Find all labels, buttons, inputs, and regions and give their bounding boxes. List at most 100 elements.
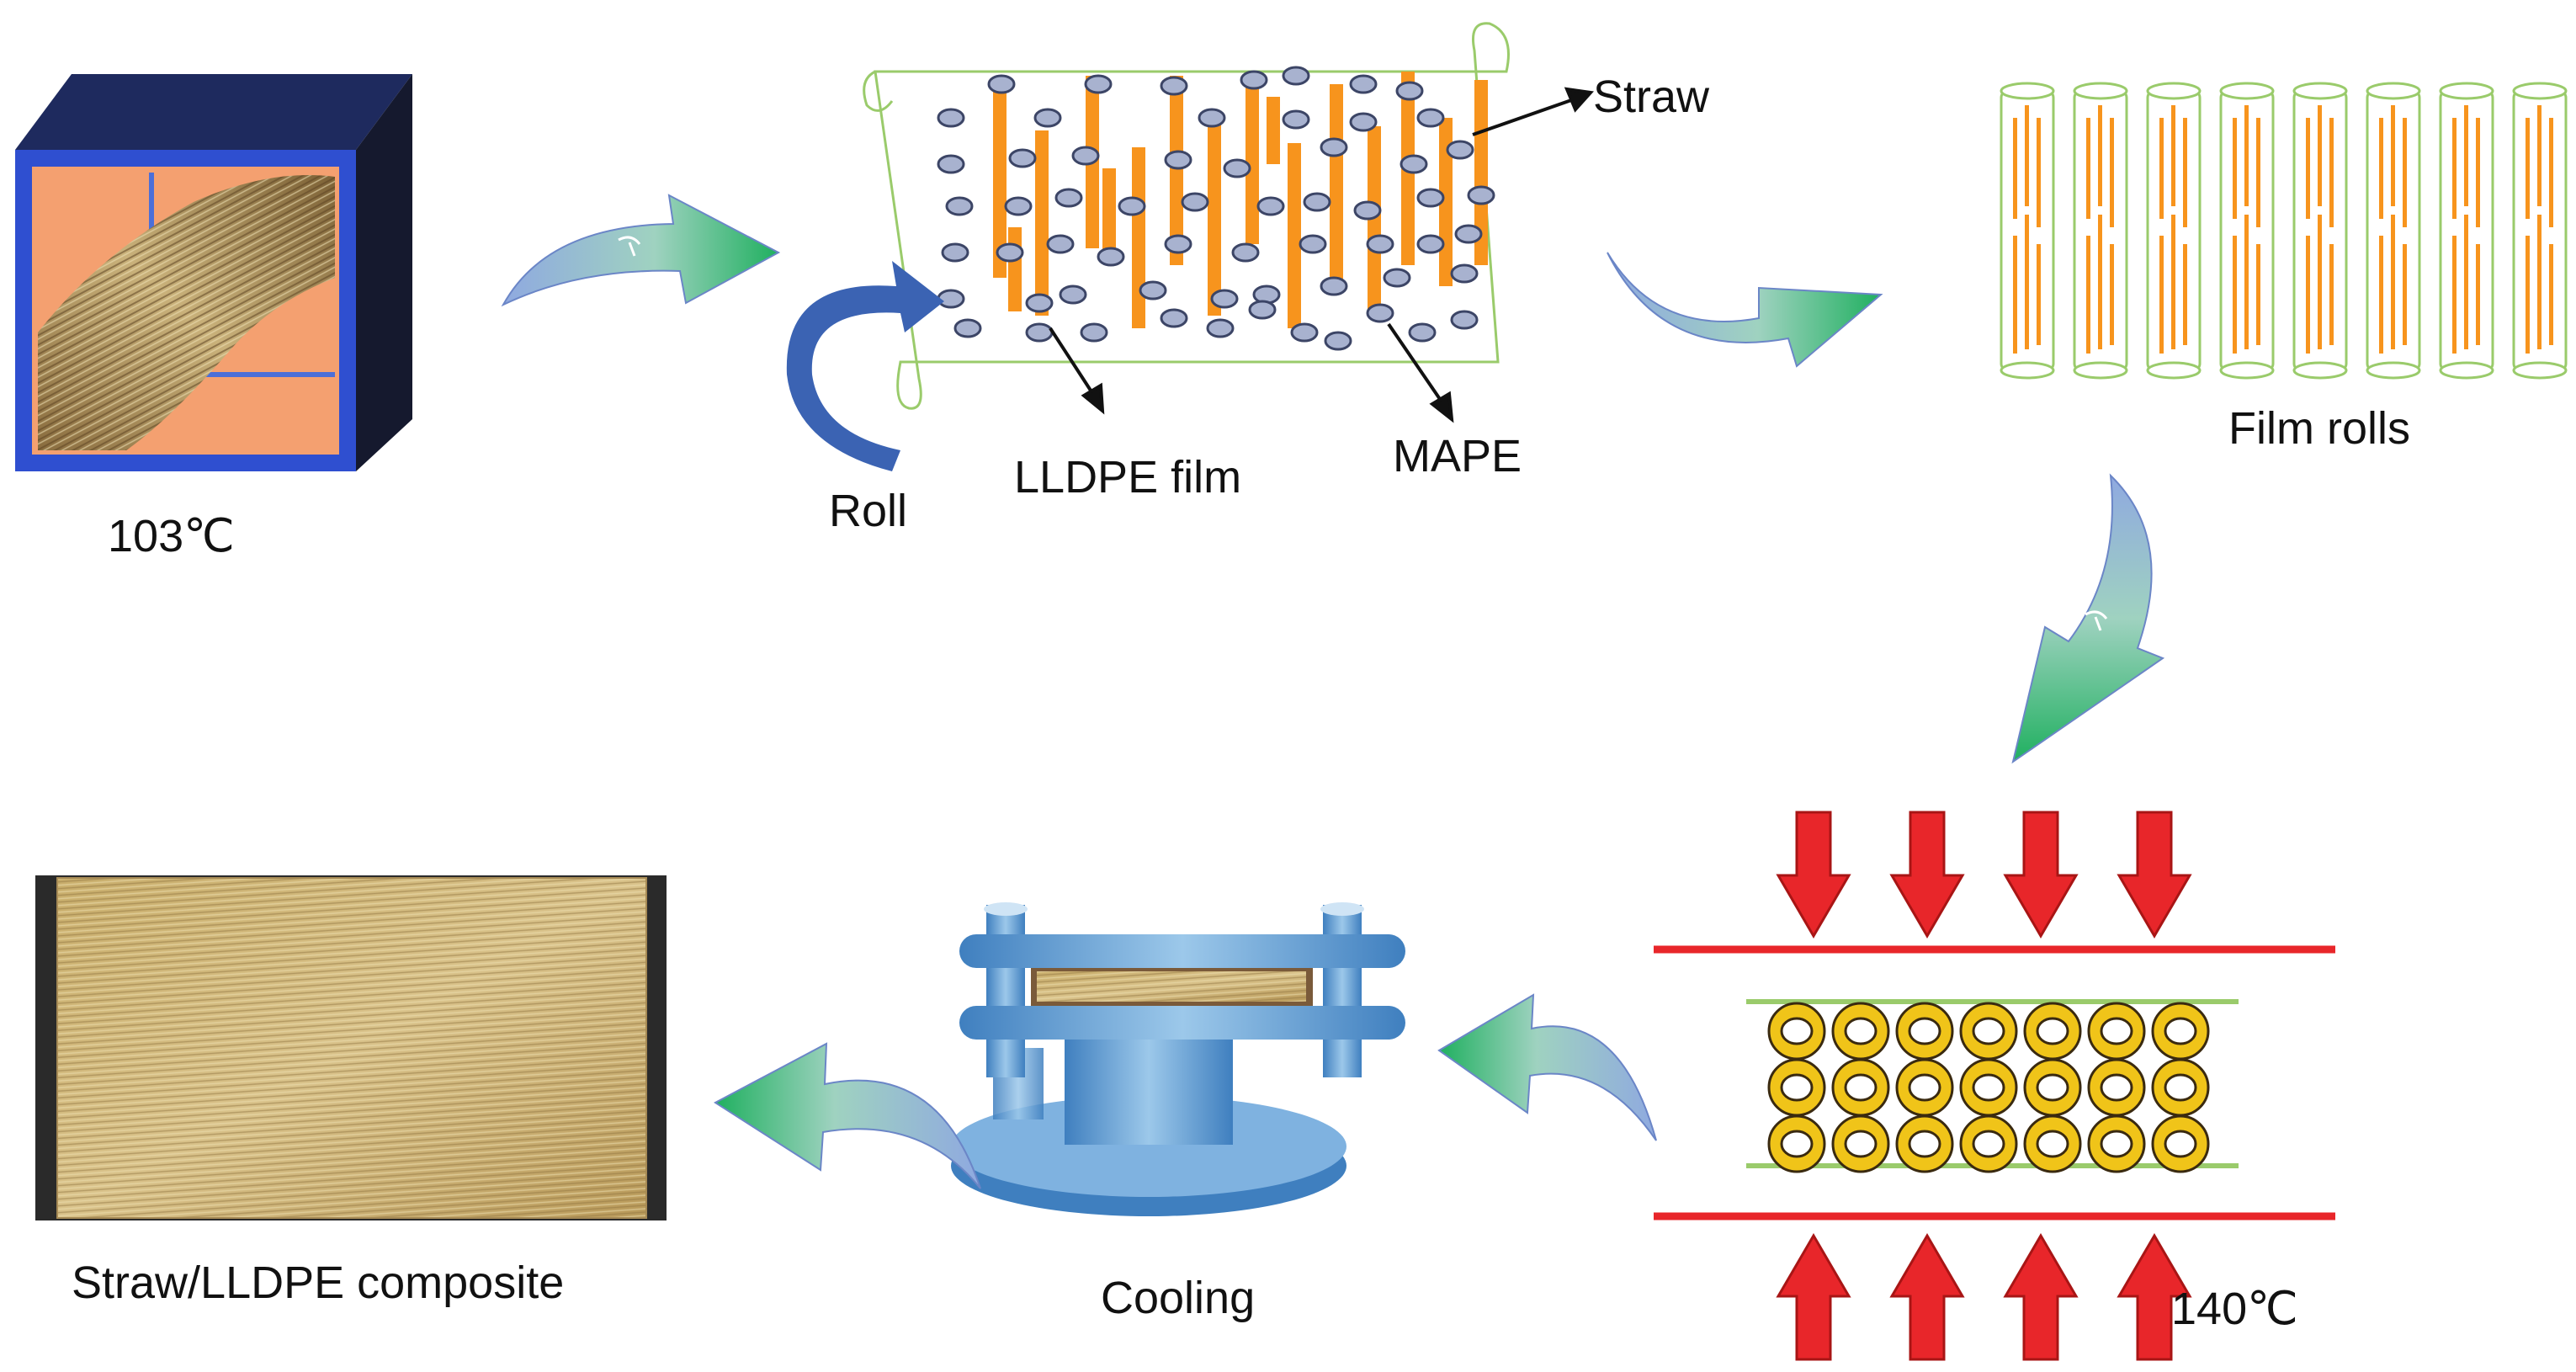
straw-fiber <box>2306 118 2310 219</box>
mape-particle <box>1290 322 1319 343</box>
straw-fiber <box>2464 105 2468 206</box>
straw-fiber <box>1035 130 1049 316</box>
straw-fiber <box>1102 168 1116 261</box>
mape-particle <box>1299 234 1327 254</box>
pressure-arrow-up-icon <box>1889 1233 1965 1361</box>
mape-particle <box>1320 276 1348 296</box>
straw-fiber <box>1008 227 1022 311</box>
straw-fiber <box>2476 118 2480 227</box>
straw-fiber <box>1330 84 1343 286</box>
mape-particle <box>1320 137 1348 157</box>
film-roll-bottom <box>2366 361 2421 380</box>
straw-fiber <box>2318 215 2322 349</box>
mape-particle <box>1164 150 1192 170</box>
mape-particle <box>1097 247 1125 267</box>
mape-particle <box>1324 331 1352 351</box>
straw-fiber <box>2526 118 2530 219</box>
film-roll-top <box>2512 82 2568 100</box>
film-roll-bottom <box>2219 361 2275 380</box>
cooling-label: Cooling <box>1101 1273 1256 1323</box>
mape-particle <box>1025 322 1054 343</box>
composite-label: Straw/LLDPE composite <box>72 1258 565 1308</box>
mape-particle <box>1008 148 1037 168</box>
straw-fiber <box>2110 244 2114 345</box>
straw-fiber <box>2379 236 2383 354</box>
straw-fiber <box>2244 215 2249 349</box>
mape-particle <box>987 74 1016 94</box>
film-roll-top <box>2439 82 2494 100</box>
mape-particle <box>1450 310 1479 330</box>
mape-particle <box>1256 196 1285 216</box>
pressure-arrow-up-icon <box>2003 1233 2079 1361</box>
composite-board-image <box>35 875 667 1220</box>
mape-particle <box>941 242 969 263</box>
film-roll-core <box>2036 1017 2069 1045</box>
pressure-arrow-down-icon <box>2003 811 2079 939</box>
film-roll-core <box>1972 1017 2005 1045</box>
straw-fiber <box>1267 97 1280 164</box>
mape-particle <box>1033 108 1062 128</box>
mape-particle <box>1231 242 1260 263</box>
straw-fiber <box>2452 236 2456 354</box>
film-roll-top <box>2219 82 2275 100</box>
mape-particle <box>1160 308 1188 328</box>
film-roll-icon <box>2439 82 2494 380</box>
straw-fiber <box>2379 118 2383 219</box>
mape-particle <box>1139 280 1167 300</box>
film-roll-core <box>2100 1017 2133 1045</box>
film-roll-core <box>2100 1073 2133 1102</box>
straw-fiber <box>2464 215 2468 349</box>
mape-particle <box>996 242 1024 263</box>
straw-fiber <box>2256 244 2260 345</box>
straw-fiber <box>2025 215 2029 349</box>
straw-fiber <box>2537 105 2541 206</box>
mape-particle <box>1446 140 1474 160</box>
straw-fiber <box>2037 118 2041 227</box>
film-roll-core <box>1844 1073 1878 1102</box>
process-arrow-icon <box>501 194 781 307</box>
process-arrow-icon <box>714 1042 981 1189</box>
film-roll-core <box>2036 1073 2069 1102</box>
mape-particle <box>1416 234 1445 254</box>
straw-fiber <box>2403 244 2407 345</box>
straw-fiber <box>2098 105 2102 206</box>
mape-particle <box>1118 196 1146 216</box>
lldpe-film-label: LLDPE film <box>1014 452 1242 503</box>
mape-particle <box>1164 234 1192 254</box>
straw-fiber <box>2329 118 2334 227</box>
mape-particle <box>1004 196 1033 216</box>
mape-particle <box>1046 234 1075 254</box>
oven-icon <box>15 74 412 471</box>
straw-label: Straw <box>1593 72 1710 122</box>
straw-fiber <box>2171 105 2175 206</box>
film-roll-core <box>2036 1130 2069 1158</box>
straw-fiber <box>2391 215 2395 349</box>
straw-fiber <box>2452 118 2456 219</box>
film-roll-core <box>1780 1130 1814 1158</box>
mape-particle <box>1282 109 1310 130</box>
film-roll-core <box>1972 1073 2005 1102</box>
straw-fiber <box>2233 236 2237 354</box>
film-roll-icon <box>2073 82 2128 380</box>
film-roll-core <box>1780 1017 1814 1045</box>
film-roll-top <box>2366 82 2421 100</box>
mape-particle <box>1353 200 1382 221</box>
film-roll-icon <box>2219 82 2275 380</box>
straw-fiber <box>993 84 1006 278</box>
straw-fiber <box>2537 215 2541 349</box>
pressure-arrow-up-icon <box>1776 1233 1851 1361</box>
mape-particle <box>1467 185 1495 205</box>
mape-particle <box>1248 300 1277 320</box>
straw-fiber <box>2098 215 2102 349</box>
mape-particle <box>1366 234 1394 254</box>
straw-fiber <box>2025 105 2029 206</box>
straw-fiber <box>2159 118 2164 219</box>
film-roll-core <box>2164 1073 2197 1102</box>
mape-particle <box>1450 263 1479 284</box>
film-roll-top <box>2292 82 2348 100</box>
straw-fiber <box>1288 143 1301 328</box>
mape-particle <box>1366 303 1394 323</box>
mape-particle <box>1408 322 1437 343</box>
film-roll-top <box>2073 82 2128 100</box>
